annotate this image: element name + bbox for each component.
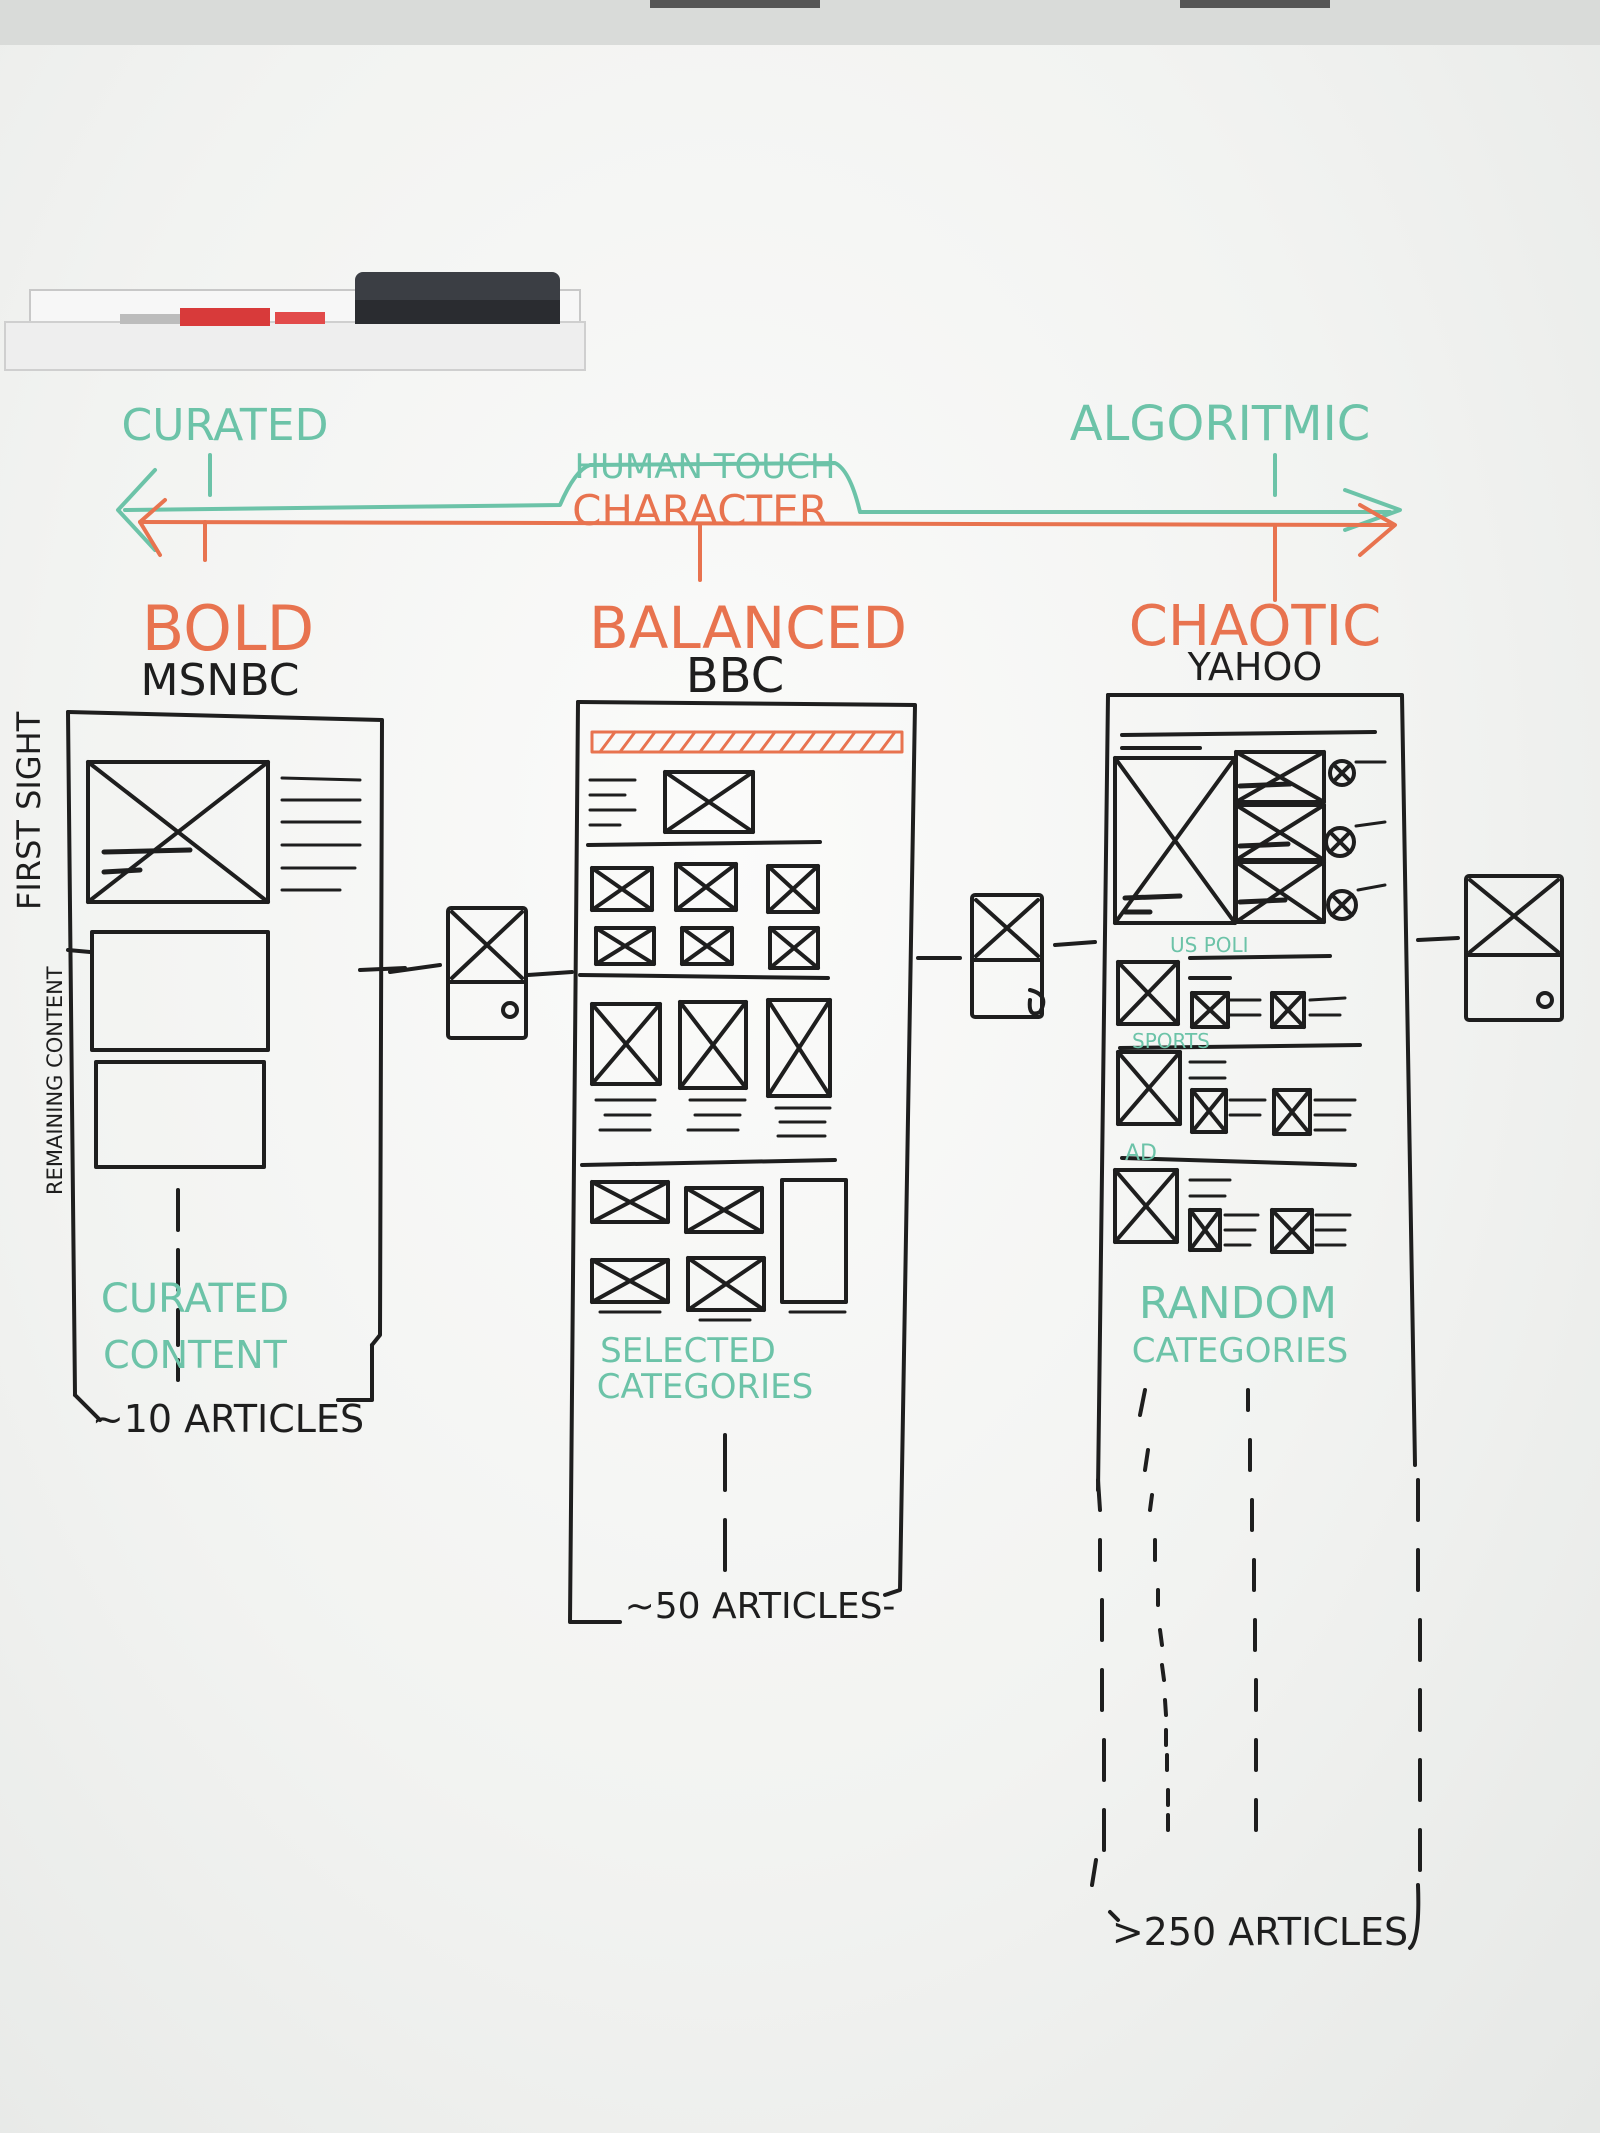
spectrum-center-top-label: HUMAN TOUCH <box>574 447 835 487</box>
marker-icon[interactable] <box>180 308 270 326</box>
mobile-wireframe-3 <box>1416 874 1564 1022</box>
bbc-article-count: ~50 ARTICLES- <box>625 1586 896 1627</box>
column-site-yahoo: YAHOO <box>1187 645 1323 689</box>
image-placeholder-icon <box>663 770 755 834</box>
mobile-wireframe-1 <box>388 906 574 1040</box>
side-label-remaining-content: REMAINING CONTENT <box>43 966 67 1195</box>
column-style-balanced: BALANCED <box>589 594 907 662</box>
column-site-bbc: BBC <box>686 648 785 704</box>
mobile-wireframe-2 <box>916 893 1097 1019</box>
yahoo-wireframe <box>1090 693 1422 1950</box>
yahoo-section-label-politics: US POLI <box>1170 933 1249 957</box>
side-label-first-sight: FIRST SIGHT <box>10 711 48 910</box>
msnbc-note-line2: CONTENT <box>103 1333 288 1377</box>
yahoo-article-count: >250 ARTICLES <box>1112 1910 1408 1954</box>
yahoo-section-label-sports: SPORTS <box>1132 1029 1210 1053</box>
spectrum-left-label: CURATED <box>122 400 329 451</box>
msnbc-article-count: ~10 ARTICLES <box>92 1397 364 1441</box>
column-style-chaotic: CHAOTIC <box>1129 594 1381 659</box>
yahoo-note-line2: CATEGORIES <box>1132 1331 1348 1371</box>
spectrum-axis <box>116 453 1402 602</box>
frame-clip <box>650 0 820 8</box>
spectrum-right-label: ALGORITMIC <box>1070 396 1370 452</box>
content-box <box>90 930 270 1052</box>
bbc-note-line2: CATEGORIES <box>597 1367 813 1407</box>
marker-tray <box>4 272 586 371</box>
yahoo-note-line1: RANDOM <box>1139 1278 1337 1329</box>
spectrum-center-bottom-label: CHARACTER <box>572 486 828 535</box>
yahoo-section-label-ad: AD <box>1125 1141 1157 1166</box>
column-style-bold: BOLD <box>142 592 315 665</box>
header-banner <box>590 730 904 754</box>
frame-clip <box>1180 0 1330 8</box>
ad-box <box>780 1178 848 1304</box>
content-box <box>94 1060 266 1169</box>
bbc-note-line1: SELECTED <box>600 1331 776 1371</box>
bbc-wireframe <box>568 700 917 1624</box>
column-site-msnbc: MSNBC <box>141 655 300 706</box>
image-placeholder-icon <box>86 760 270 904</box>
msnbc-note-line1: CURATED <box>101 1276 289 1322</box>
msnbc-wireframe <box>66 710 407 1422</box>
